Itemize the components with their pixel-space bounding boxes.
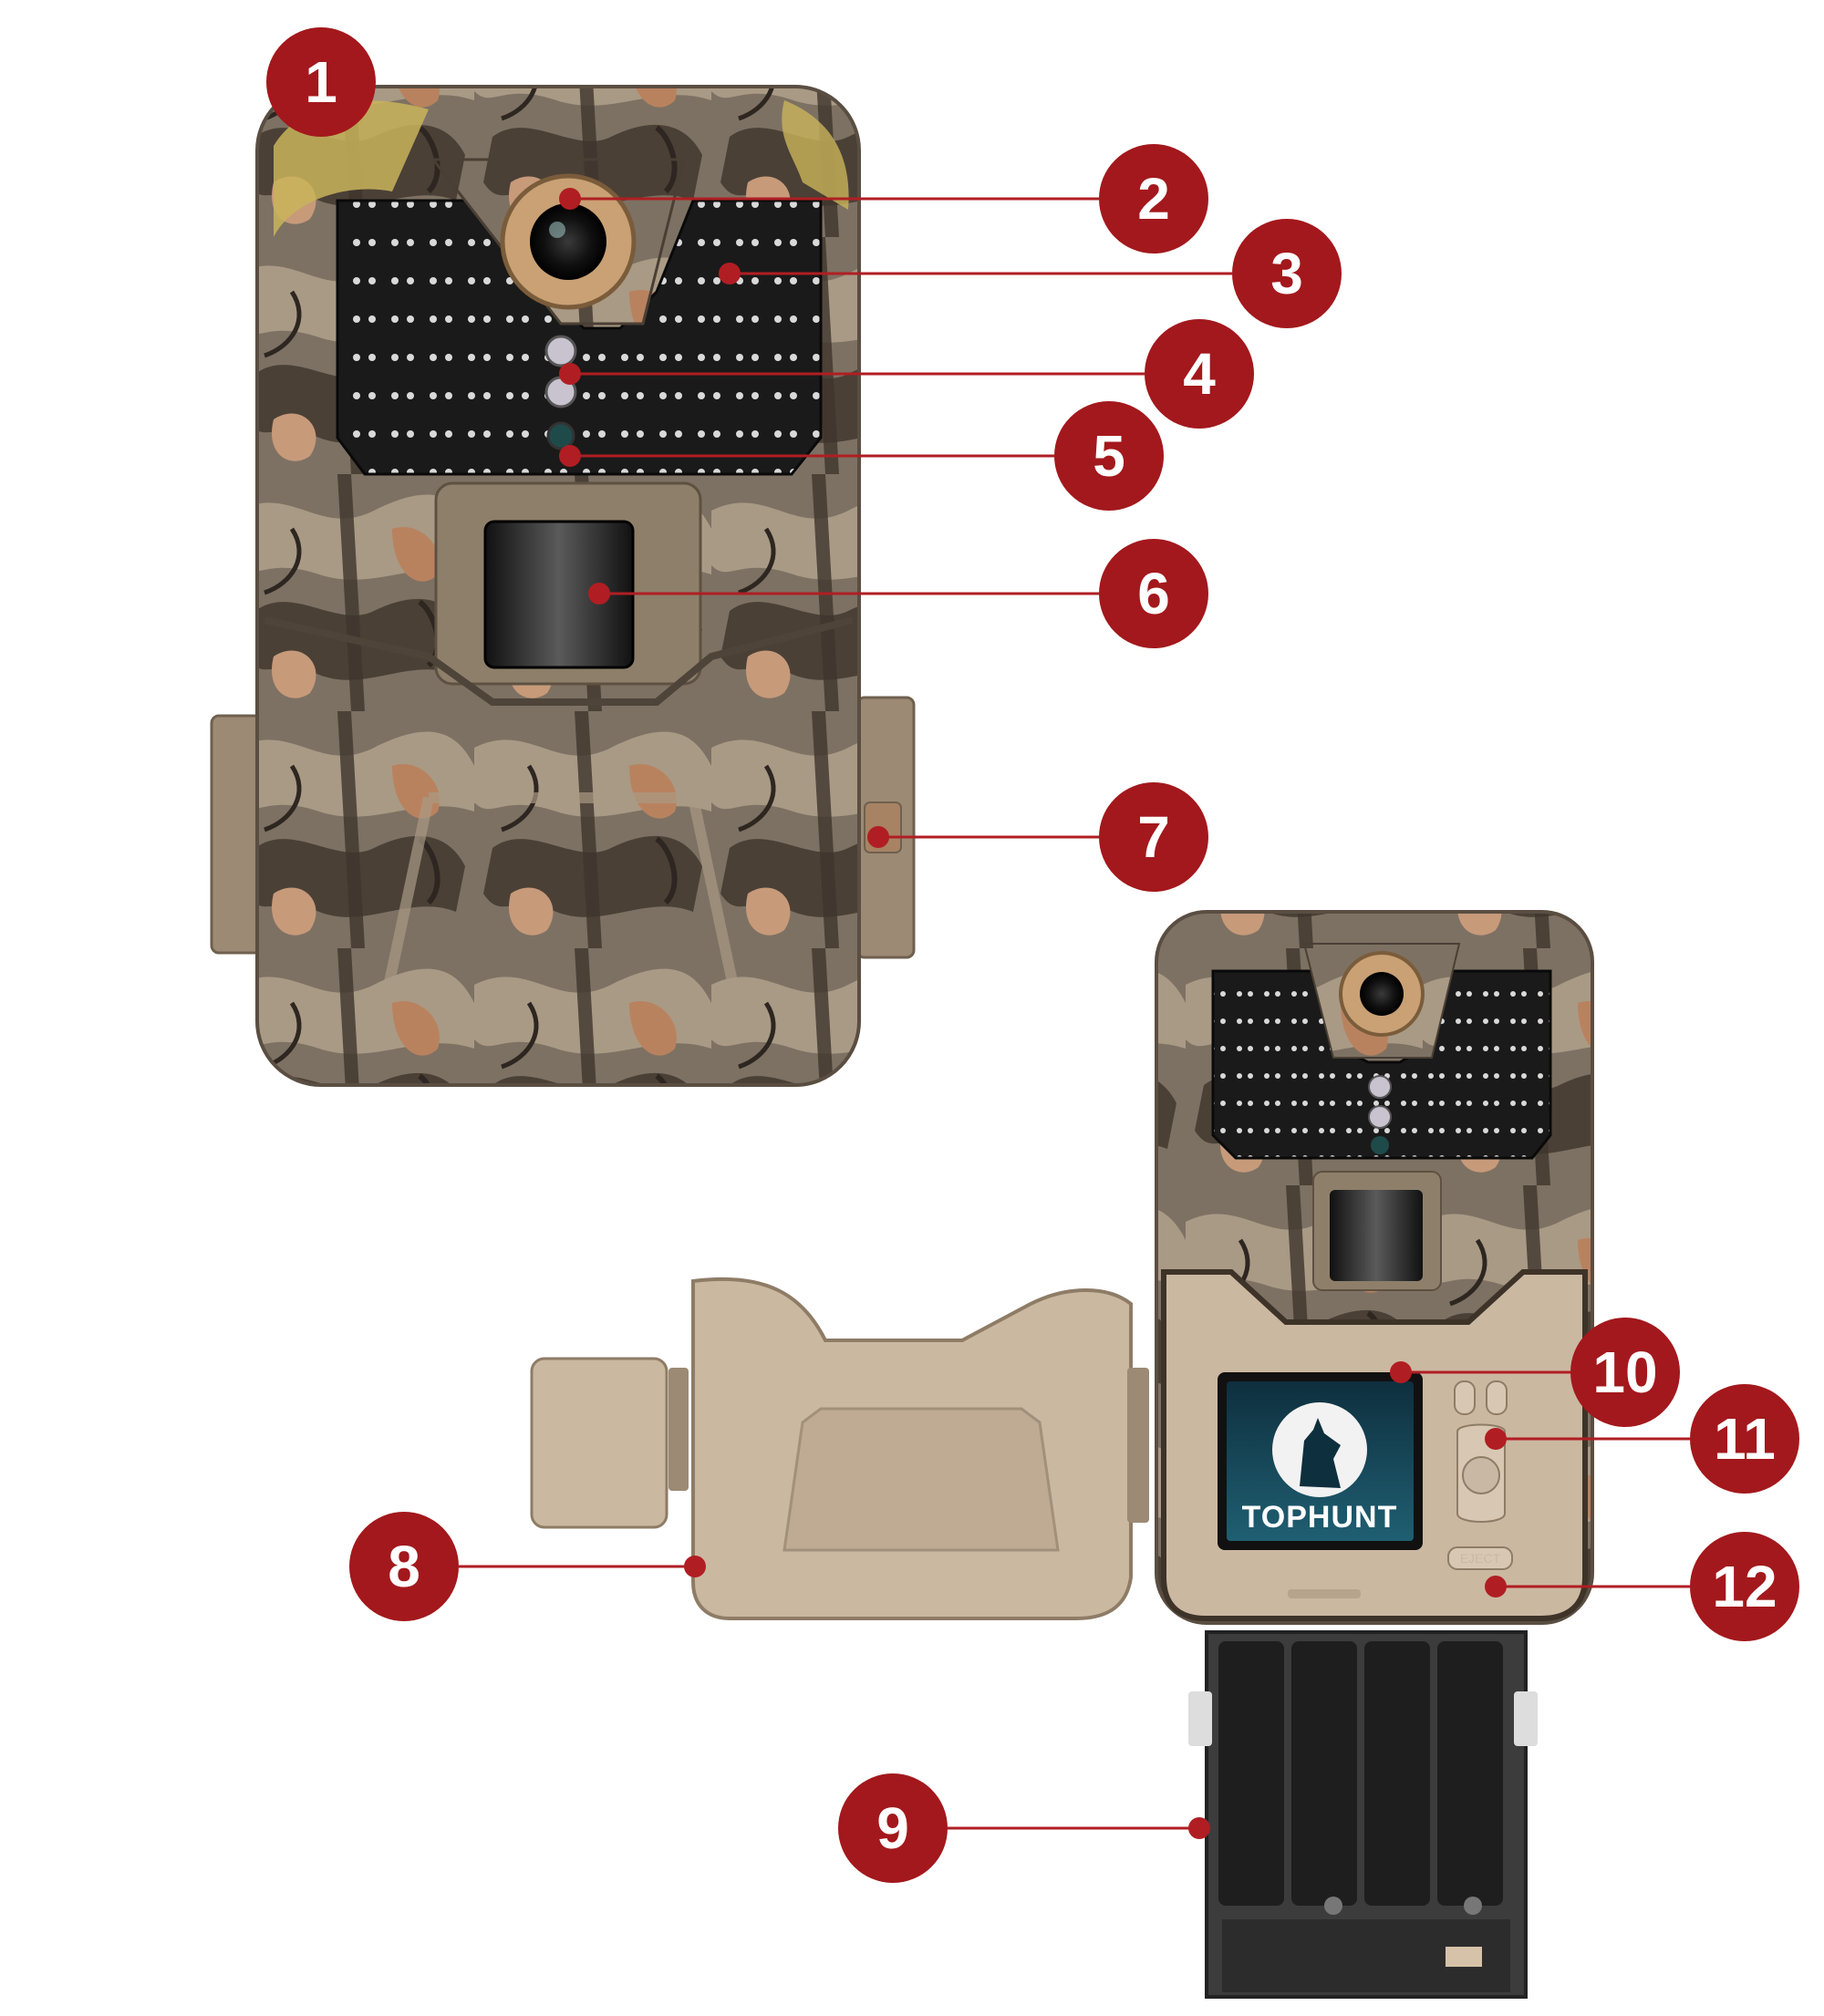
callout-7-number: 7 [1137,804,1170,870]
callout-4-anchor-dot [559,363,581,385]
indicator-led-lower [546,421,575,450]
camera-lens-small [1360,972,1404,1016]
callout-3-number: 3 [1270,241,1303,306]
callout-7-badge [1099,782,1208,892]
callout-12-anchor-dot [1485,1576,1507,1597]
callout-8: 8 [349,1512,706,1621]
callout-3: 3 [719,219,1342,328]
callout-3-badge [1232,219,1342,328]
callout-10-badge [1570,1318,1680,1427]
callout-1-badge [266,27,376,137]
camera-lens [530,203,606,280]
callout-11-badge [1690,1384,1799,1494]
callout-8-badge [349,1512,459,1621]
callout-2: 2 [559,144,1208,253]
callout-11: 11 [1485,1384,1799,1494]
callout-10-number: 10 [1592,1339,1657,1405]
front-camera [210,85,916,1087]
callout-9-number: 9 [876,1795,909,1861]
callout-4: 4 [559,319,1254,429]
screen-brand-text: TOPHUNT [1242,1500,1398,1535]
callout-4-number: 4 [1183,341,1216,407]
callout-3-anchor-dot [719,263,741,284]
callout-7: 7 [867,782,1208,892]
eject-label: EJECT [1460,1551,1501,1566]
callout-6-badge [1099,539,1208,648]
eject-button[interactable] [1447,1546,1513,1570]
open-camera: TOPHUNT EJECT [530,910,1594,1999]
callout-5-anchor-dot [559,445,581,467]
callout-9-badge [838,1773,948,1883]
callout-1-number: 1 [305,49,337,115]
callout-12-number: 12 [1712,1554,1777,1619]
callout-5-badge [1054,401,1164,511]
callout-2-badge [1099,144,1208,253]
callout-8-number: 8 [388,1534,420,1599]
light-sensor [544,335,577,367]
callout-11-anchor-dot [1485,1428,1507,1450]
callout-2-number: 2 [1137,166,1170,232]
callout-1: 1 [266,27,376,137]
callout-10-anchor-dot [1390,1361,1412,1383]
callout-9-anchor-dot [1188,1817,1210,1839]
callout-4-badge [1145,319,1254,429]
callout-11-number: 11 [1714,1406,1776,1472]
callout-6-number: 6 [1137,561,1170,626]
menu-button-left[interactable] [1454,1380,1476,1415]
callout-5: 5 [559,401,1164,511]
callout-5-number: 5 [1093,423,1125,489]
callout-12: 12 [1485,1532,1799,1641]
door-latch-flap [530,1357,668,1529]
callout-2-anchor-dot [559,188,581,210]
callout-10: 10 [1390,1318,1680,1427]
callout-6: 6 [588,539,1208,648]
callout-12-badge [1690,1532,1799,1641]
menu-button-right[interactable] [1486,1380,1508,1415]
callout-9: 9 [838,1773,1210,1883]
callout-7-anchor-dot [867,826,889,848]
callout-8-anchor-dot [684,1556,706,1577]
ok-button[interactable] [1462,1456,1500,1494]
callout-6-anchor-dot [588,583,610,605]
